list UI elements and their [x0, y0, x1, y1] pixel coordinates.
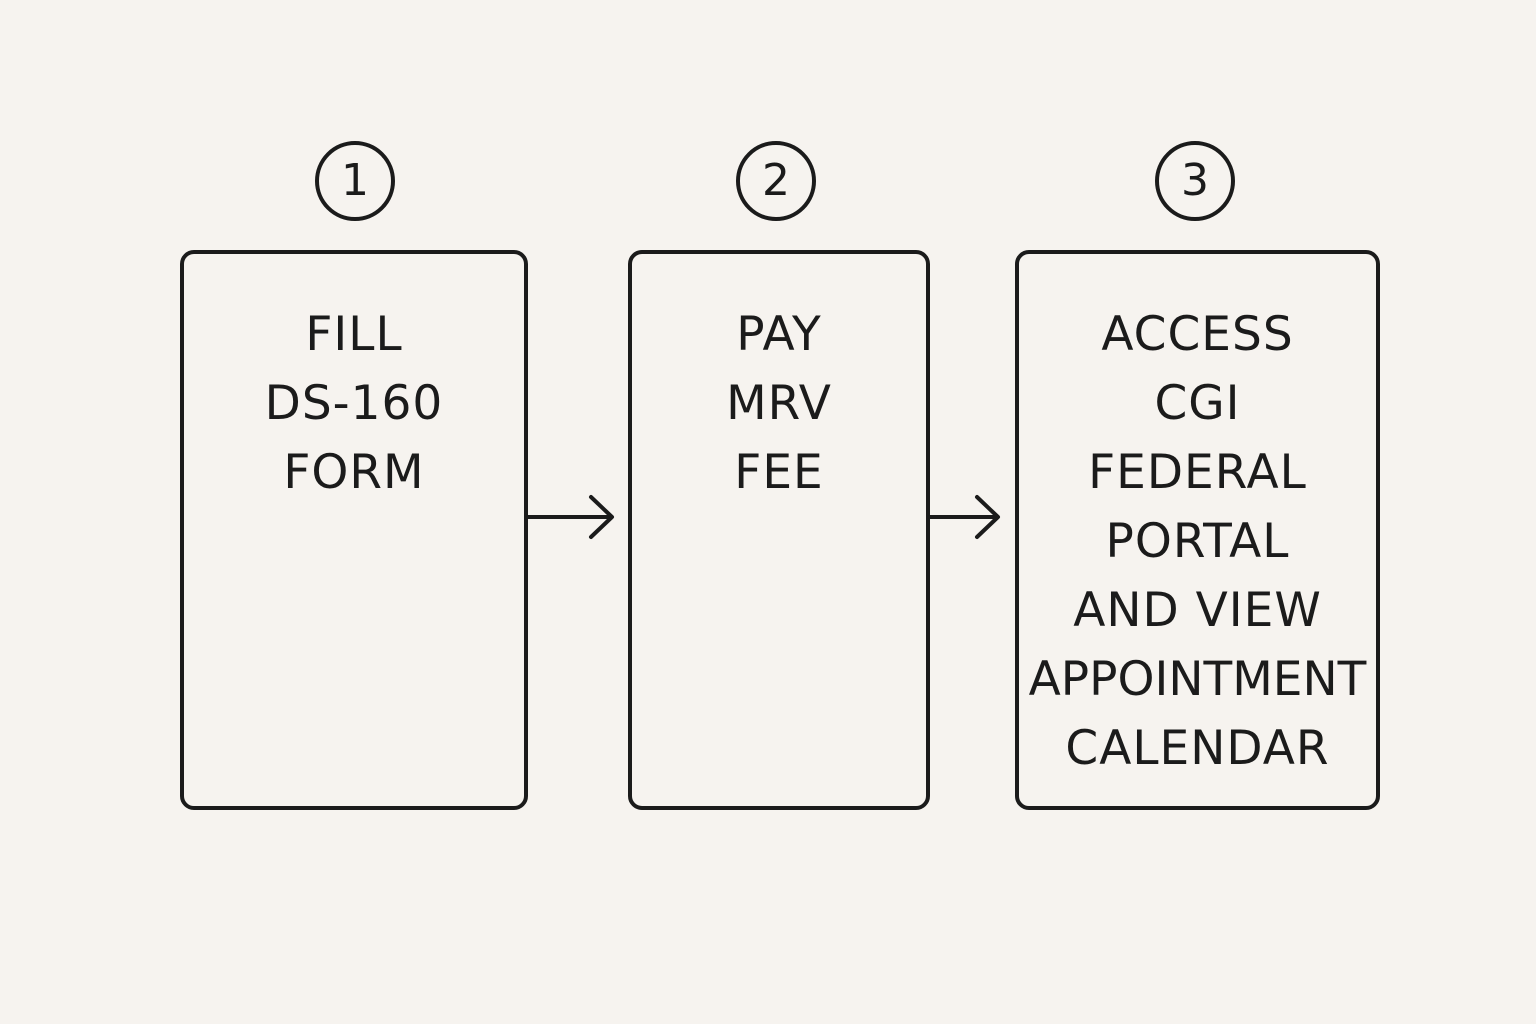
step-2-line-1: PAY	[736, 307, 822, 362]
step-2-line-3: FEE	[734, 445, 824, 500]
step-1-box: FILL DS-160 FORM	[180, 250, 528, 810]
step-3-line-4: PORTAL	[1105, 514, 1290, 569]
step-2-box: PAY MRV FEE	[628, 250, 930, 810]
arrow-right-icon	[928, 495, 1000, 539]
step-1-line-1: FILL	[305, 307, 403, 362]
arrow-right-icon	[526, 495, 614, 539]
step-1-number: 1	[341, 155, 369, 206]
step-2-number: 2	[762, 155, 790, 206]
step-3-box: ACCESS CGI FEDERAL PORTAL AND VIEW APPOI…	[1015, 250, 1380, 810]
step-2-line-2: MRV	[726, 376, 832, 431]
step-3-line-5: AND VIEW	[1073, 583, 1322, 638]
step-3-line-2: CGI	[1154, 376, 1241, 431]
step-1-line-2: DS-160	[264, 376, 444, 431]
step-3-number-badge: 3	[1155, 141, 1235, 221]
step-3-line-1: ACCESS	[1101, 307, 1294, 362]
step-1-line-3: FORM	[283, 445, 425, 500]
step-3-line-6: APPOINTMENT	[1028, 652, 1367, 707]
step-2-number-badge: 2	[736, 141, 816, 221]
step-1-number-badge: 1	[315, 141, 395, 221]
step-3-line-7: CALENDAR	[1065, 721, 1330, 776]
step-3-line-3: FEDERAL	[1088, 445, 1307, 500]
step-3-number: 3	[1181, 155, 1209, 206]
